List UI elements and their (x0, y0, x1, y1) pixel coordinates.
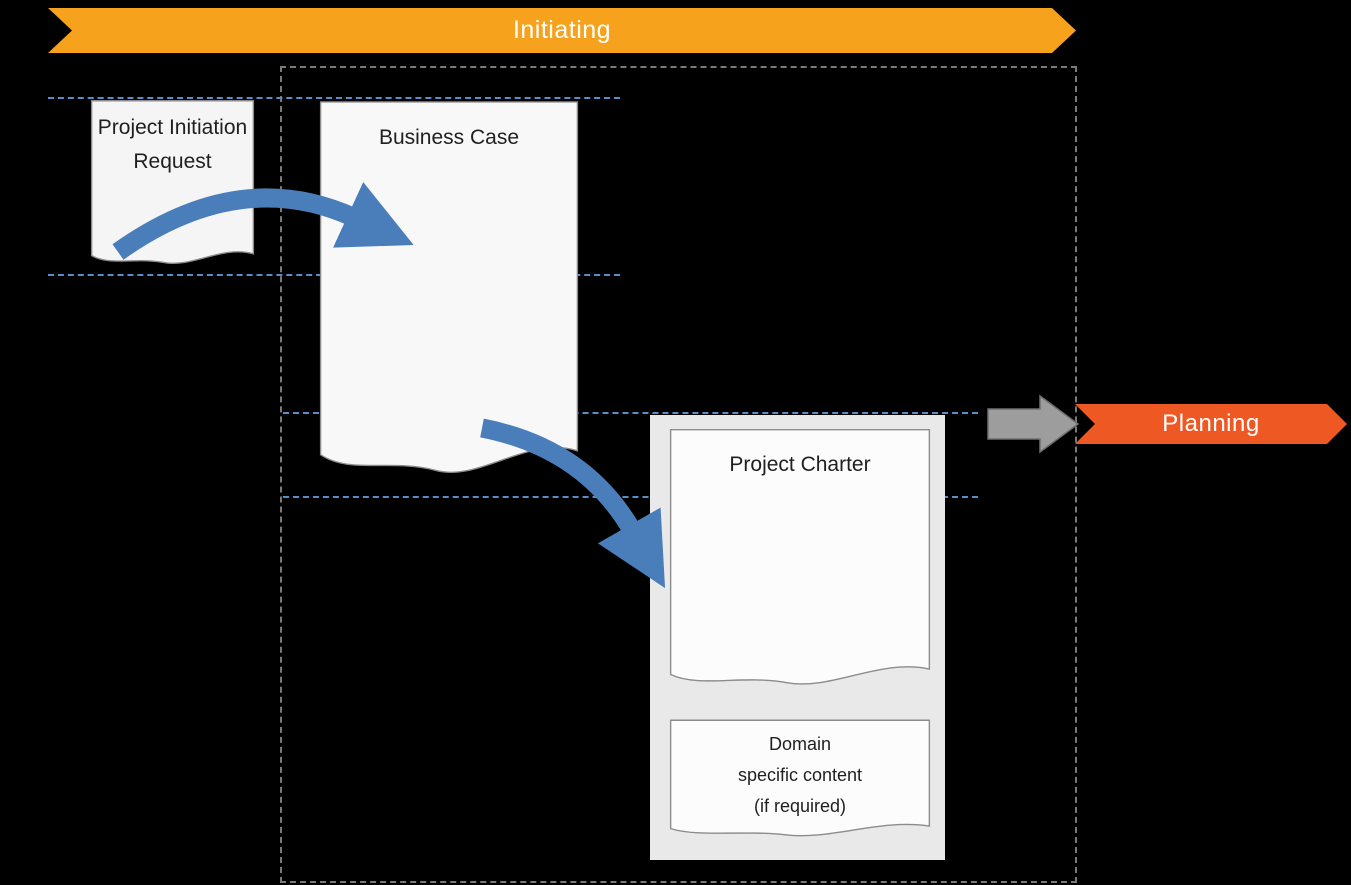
domain-specific-line3: (if required) (753, 795, 847, 816)
business-case-document: Business Case (318, 98, 580, 490)
project-charter-panel: Project Charter Domain specific content … (650, 415, 945, 860)
domain-specific-line2: specific content (737, 764, 863, 785)
domain-specific-content-label: Domain specific content (if required) (668, 729, 932, 822)
initiating-banner-label: Initiating (512, 16, 612, 44)
planning-phase-banner: Planning (1075, 404, 1347, 444)
guide-line-top-pir (48, 97, 620, 99)
domain-specific-content-document: Domain specific content (if required) (668, 719, 932, 845)
guide-line-top-charter (283, 412, 978, 414)
document-shape (668, 719, 932, 845)
planning-banner-label: Planning (1162, 410, 1260, 437)
project-initiation-request-label: Project Initiation Request (97, 116, 248, 173)
initiating-phase-banner: Initiating (48, 8, 1076, 53)
planning-chevron-shape (1075, 404, 1347, 444)
document-shape (318, 98, 580, 490)
initiating-chevron-shape (48, 8, 1076, 53)
initiating-process-boundary (280, 66, 1077, 883)
project-initiation-request-document: Project Initiation Request (90, 99, 255, 273)
document-shape (668, 427, 932, 699)
domain-specific-line1: Domain (768, 734, 832, 754)
project-charter-label: Project Charter (729, 453, 871, 476)
project-charter-document: Project Charter (668, 427, 932, 699)
business-case-label: Business Case (378, 126, 520, 149)
